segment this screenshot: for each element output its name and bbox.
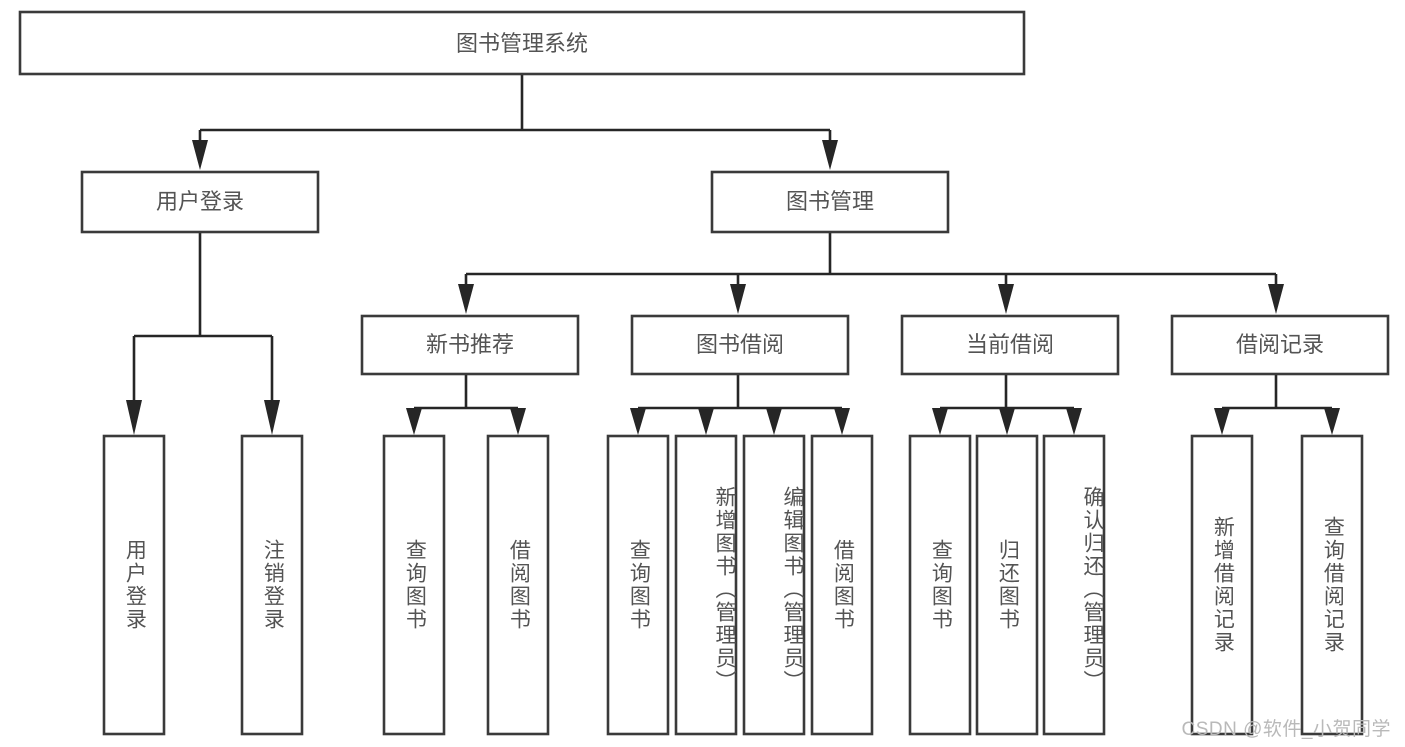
node-user-login[interactable] (80, 170, 320, 234)
node-leaf-query-book-borrow[interactable] (606, 434, 670, 736)
node-leaf-logout[interactable] (240, 434, 304, 736)
node-borrow-record-label: 借阅记录 (1236, 332, 1324, 357)
arrow-head-book-borrow-leaf-3 (766, 408, 782, 435)
node-leaf-query-book-current[interactable] (908, 434, 972, 736)
node-root[interactable] (18, 10, 1026, 76)
csdn-watermark: CSDN @软件_小贺同学 (1181, 719, 1391, 740)
node-borrow-record[interactable] (1170, 314, 1390, 376)
node-current-borrow-label: 当前借阅 (966, 332, 1054, 357)
node-leaf-query-borrow-record[interactable] (1300, 434, 1364, 736)
node-leaf-borrow-book[interactable] (810, 434, 874, 736)
arrow-head-new-book-leaf-1 (406, 408, 422, 435)
arrow-head-user-login (192, 140, 208, 170)
arrow-head-current-borrow-leaf-3 (1066, 408, 1082, 435)
node-leaf-confirm-return-admin[interactable] (1042, 434, 1106, 736)
arrow-head-new-book-leaf-2 (510, 408, 526, 435)
node-leaf-query-book-recommend[interactable] (382, 434, 446, 736)
node-leaf-borrow-book-recommend[interactable] (486, 434, 550, 736)
node-book-borrow-label: 图书借阅 (696, 332, 784, 357)
arrow-head-book-borrow-leaf-4 (834, 408, 850, 435)
arrow-head-book-manage (822, 140, 838, 170)
node-book-manage[interactable] (710, 170, 950, 234)
node-leaf-add-borrow-record[interactable] (1190, 434, 1254, 736)
node-leaf-user-login[interactable] (102, 434, 166, 736)
node-leaf-return-book[interactable] (975, 434, 1039, 736)
connector-layer (126, 74, 1340, 435)
arrow-head-borrow-record-leaf-2 (1324, 408, 1340, 435)
node-root-label: 图书管理系统 (456, 31, 588, 56)
node-layer: 图书管理系统 用户登录 图书管理 新书推荐 图书借阅 当前借阅 借阅记录 (18, 10, 1390, 736)
arrow-head-book-borrow-leaf-2 (698, 408, 714, 435)
node-book-manage-label: 图书管理 (786, 189, 874, 214)
arrow-head-current-borrow (998, 284, 1014, 314)
arrow-head-current-borrow-leaf-1 (932, 408, 948, 435)
arrow-head-borrow-record (1268, 284, 1284, 314)
arrow-head-borrow-record-leaf-1 (1214, 408, 1230, 435)
arrow-head-book-borrow-leaf-1 (630, 408, 646, 435)
arrow-head-leaf-user-login-2 (264, 400, 280, 435)
arrow-head-new-book (458, 284, 474, 314)
arrow-head-leaf-user-login-1 (126, 400, 142, 435)
node-book-borrow[interactable] (630, 314, 850, 376)
node-new-book-recommend-label: 新书推荐 (426, 332, 514, 357)
node-current-borrow[interactable] (900, 314, 1120, 376)
node-user-login-label: 用户登录 (156, 189, 244, 214)
node-new-book-recommend[interactable] (360, 314, 580, 376)
node-leaf-add-book-admin[interactable] (674, 434, 738, 736)
arrow-head-book-borrow (730, 284, 746, 314)
node-leaf-edit-book-admin[interactable] (742, 434, 806, 736)
arrow-head-current-borrow-leaf-2 (999, 408, 1015, 435)
